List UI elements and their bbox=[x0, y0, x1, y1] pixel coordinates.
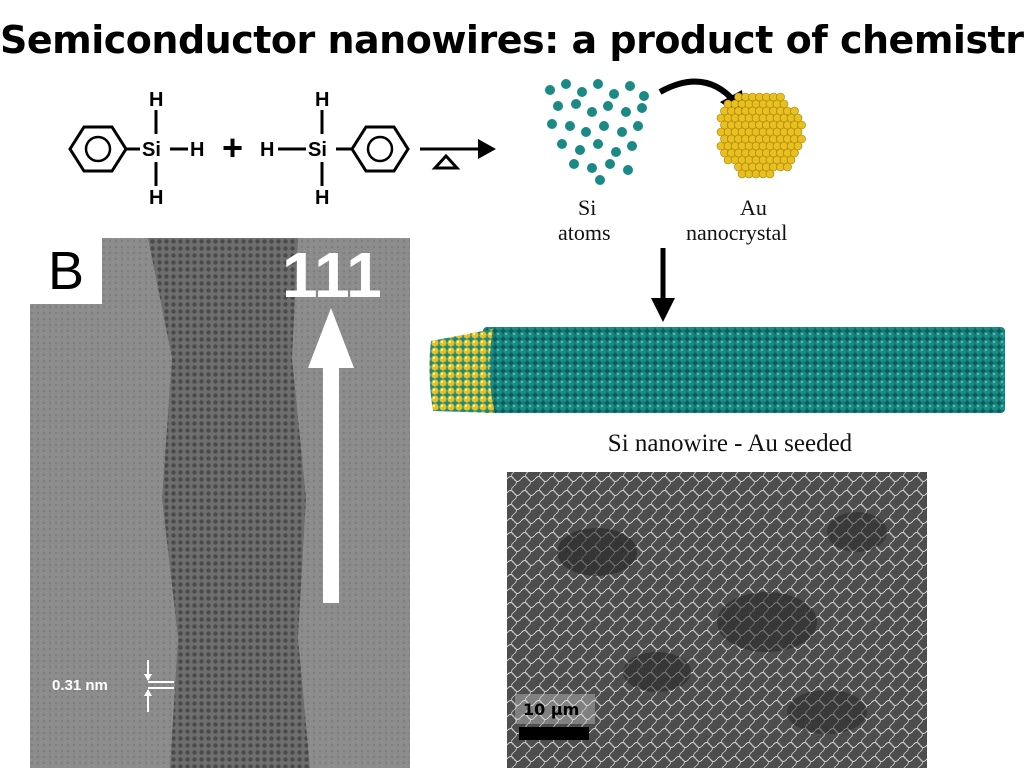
silicon-atom-left: Si bbox=[142, 139, 161, 161]
au-nanocrystal bbox=[716, 92, 806, 179]
hydrogen-atom: H bbox=[315, 89, 329, 111]
si-atom bbox=[581, 127, 591, 137]
si-atom bbox=[587, 163, 597, 173]
growth-direction-arrow-icon bbox=[308, 308, 354, 603]
si-atom bbox=[603, 101, 613, 111]
si-atom bbox=[561, 79, 571, 89]
si-atom bbox=[633, 121, 643, 131]
si-atom bbox=[565, 121, 575, 131]
hydrogen-atom: H bbox=[149, 89, 163, 111]
si-atom bbox=[577, 87, 587, 97]
au-atom bbox=[790, 148, 799, 158]
au-atom bbox=[797, 120, 806, 130]
nanowire-model bbox=[429, 327, 1005, 413]
heat-triangle-icon bbox=[431, 153, 461, 170]
au-atom bbox=[797, 134, 806, 144]
slide-title: Semiconductor nanowires: a product of ch… bbox=[0, 18, 1024, 62]
panel-label: B bbox=[30, 238, 102, 304]
si-label: Si bbox=[578, 195, 596, 220]
si-atom bbox=[637, 103, 647, 113]
nanowire-caption: Si nanowire - Au seeded bbox=[607, 430, 853, 457]
silicon-atom-right: Si bbox=[308, 139, 327, 161]
si-label-atoms: atoms bbox=[558, 220, 611, 245]
si-atom bbox=[571, 99, 581, 109]
si-atom bbox=[605, 159, 615, 169]
si-atom bbox=[587, 107, 597, 117]
growth-diagram: Si atoms Au nanocrystal bbox=[545, 78, 806, 245]
si-atoms-cluster bbox=[545, 79, 649, 185]
si-atom bbox=[625, 81, 635, 91]
hydrogen-atom: H bbox=[190, 139, 204, 161]
au-atom bbox=[783, 162, 792, 172]
si-atom bbox=[627, 141, 637, 151]
scale-bar bbox=[519, 727, 589, 740]
au-atom bbox=[786, 155, 796, 165]
si-atom bbox=[639, 91, 649, 101]
sem-image: 10 µm bbox=[507, 472, 927, 768]
reaction-scheme: Si H H H + H Si H H bbox=[68, 89, 496, 209]
reaction-arrow bbox=[420, 139, 496, 170]
si-atom bbox=[623, 165, 633, 175]
sem-texture bbox=[507, 472, 927, 768]
si-atom bbox=[545, 85, 555, 95]
tem-lattice bbox=[30, 238, 410, 768]
lattice-spacing-label: 0.31 nm bbox=[52, 677, 108, 694]
si-atom bbox=[557, 139, 567, 149]
au-atom bbox=[779, 99, 789, 109]
au-atom bbox=[765, 169, 775, 179]
au-label-nanocrystal: nanocrystal bbox=[686, 220, 787, 245]
si-atom bbox=[599, 121, 609, 131]
si-atom bbox=[621, 107, 631, 117]
si-atom bbox=[569, 159, 579, 169]
tem-image: B 111 0.31 nm bbox=[30, 238, 410, 768]
au-atom bbox=[790, 106, 799, 116]
si-atom bbox=[593, 79, 603, 89]
si-atom bbox=[595, 175, 605, 185]
sem-scale-label: 10 µm bbox=[523, 700, 580, 719]
down-arrow bbox=[651, 248, 675, 322]
si-atom bbox=[553, 101, 563, 111]
benzene-ring-right bbox=[350, 125, 410, 173]
si-atom bbox=[547, 119, 557, 129]
si-atom bbox=[609, 89, 619, 99]
au-atom bbox=[793, 127, 803, 137]
direction-label: 111 bbox=[282, 239, 382, 311]
si-atom bbox=[575, 145, 585, 155]
si-atom bbox=[617, 127, 627, 137]
si-atom bbox=[593, 139, 603, 149]
spacing-marker-icon bbox=[144, 660, 174, 712]
au-atom bbox=[776, 92, 785, 102]
benzene-ring-left bbox=[68, 125, 128, 173]
au-label: Au bbox=[740, 195, 767, 220]
au-atom bbox=[793, 113, 803, 123]
au-atom bbox=[793, 141, 803, 151]
hydrogen-atom: H bbox=[315, 187, 329, 209]
plus-sign: + bbox=[222, 127, 243, 168]
si-atom bbox=[611, 147, 621, 157]
hydrogen-atom: H bbox=[149, 187, 163, 209]
hydrogen-atom: H bbox=[260, 139, 274, 161]
